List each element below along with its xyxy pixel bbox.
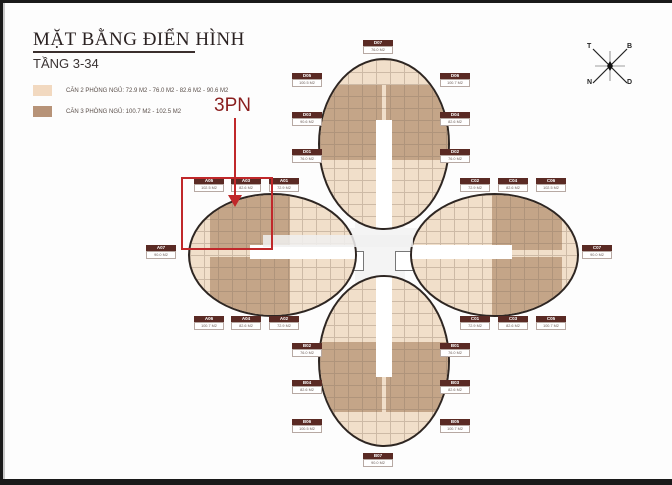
legend-swatch-2br xyxy=(33,85,52,96)
page-title: MẶT BẰNG ĐIỂN HÌNH xyxy=(33,29,245,50)
bottom-border xyxy=(0,479,672,485)
legend-label-3br: CĂN 3 PHÒNG NGỦ: 100.7 M2 - 102.5 M2 xyxy=(66,108,182,115)
compass-rose: T B N D xyxy=(585,43,635,88)
watermark-overlay xyxy=(263,235,413,247)
compass-label-d: D xyxy=(627,79,633,86)
wing-b xyxy=(318,275,450,447)
compass-star-icon xyxy=(592,48,628,84)
compass-label-b: B xyxy=(627,43,633,50)
arrow-down-icon xyxy=(228,195,242,207)
wing-c xyxy=(410,193,579,317)
compass-label-t: T xyxy=(587,43,592,50)
annotation-arrow-shaft xyxy=(234,118,236,198)
legend-item-3br: CĂN 3 PHÒNG NGỦ: 100.7 M2 - 102.5 M2 xyxy=(33,106,181,117)
legend-item-2br: CĂN 2 PHÒNG NGỦ: 72.9 M2 - 76.0 M2 - 82.… xyxy=(33,85,228,96)
title-underline xyxy=(33,51,195,53)
compass-label-n: N xyxy=(587,79,593,86)
highlight-3pn-box xyxy=(181,177,273,250)
legend-label-2br: CĂN 2 PHÒNG NGỦ: 72.9 M2 - 76.0 M2 - 82.… xyxy=(66,87,229,94)
legend-swatch-3br xyxy=(33,106,52,117)
wing-d xyxy=(318,58,450,230)
floor-range: TẦNG 3-34 xyxy=(33,56,99,71)
annotation-3pn: 3PN xyxy=(214,95,251,116)
floor-plan-sheet: MẶT BẰNG ĐIỂN HÌNH TẦNG 3-34 CĂN 2 PHÒNG… xyxy=(3,3,672,479)
